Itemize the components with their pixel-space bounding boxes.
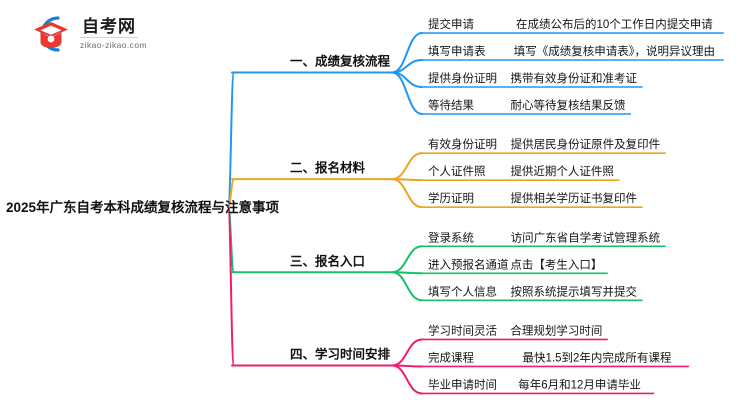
leaf-label[interactable]: 提供身份证明: [428, 71, 497, 85]
leaf-description: 提供相关学历证书复印件: [511, 191, 638, 205]
leaf-label[interactable]: 等待结果: [428, 98, 474, 112]
logo-chinese-name: 自考网: [80, 17, 138, 39]
leaf-label[interactable]: 学历证明: [428, 191, 474, 205]
mindmap-underlines: [420, 32, 724, 395]
branch-label-1[interactable]: 一、成绩复核流程: [290, 54, 391, 69]
branch-connector: [227, 206, 235, 367]
leaf-description: 填写《成绩复核申请表》，说明异议理由: [514, 44, 715, 58]
leaf-label[interactable]: 进入预报名通道: [428, 257, 509, 271]
branch-label-2[interactable]: 二、报名材料: [290, 160, 366, 175]
leaf-connector: [391, 271, 423, 302]
branch-label-3[interactable]: 三、报名入口: [290, 253, 365, 268]
leaf-description: 合理规划学习时间: [510, 323, 602, 337]
branch-connector: [227, 71, 235, 208]
logo-text-block: 自考网 zikao-zikao.com: [80, 16, 147, 50]
leaf-label[interactable]: 提交申请: [428, 17, 474, 31]
leaf-label[interactable]: 个人证件照: [428, 164, 486, 178]
leaf-description: 携带有效身份证和准考证: [511, 71, 638, 85]
mindmap-connectors: [227, 32, 423, 395]
zikao-graduation-cap-logo-icon: [34, 16, 68, 52]
leaf-connector: [391, 364, 423, 395]
leaf-connector: [391, 245, 423, 274]
leaf-description: 耐心等待复核结果反馈: [511, 98, 626, 112]
leaf-connector: [391, 178, 423, 209]
leaf-label[interactable]: 学习时间灵活: [428, 323, 497, 337]
leaf-connector: [391, 338, 423, 367]
logo-site-url: zikao-zikao.com: [80, 40, 147, 51]
leaf-label[interactable]: 登录系统: [428, 230, 474, 244]
leaf-label[interactable]: 填写申请表: [428, 44, 486, 58]
leaf-description: 每年6月和12月申请毕业: [518, 377, 641, 391]
leaf-label[interactable]: 有效身份证明: [428, 137, 497, 151]
leaf-description: 在成绩公布后的10个工作日内提交申请: [516, 17, 713, 31]
leaf-label[interactable]: 完成课程: [428, 350, 474, 364]
leaf-label[interactable]: 填写个人信息: [428, 284, 497, 298]
leaf-connector: [391, 152, 423, 181]
leaf-description: 提供近期个人证件照: [510, 164, 614, 178]
leaf-description: 访问广东省自学考试管理系统: [511, 230, 661, 244]
site-logo: 自考网 zikao-zikao.com: [28, 10, 198, 56]
leaf-description: 提供居民身份证原件及复印件: [511, 137, 661, 151]
leaf-description: 按照系统提示填写并提交: [511, 284, 638, 298]
leaf-description: 最快1.5到2年内完成所有课程: [523, 350, 672, 364]
root-title[interactable]: 2025年广东自考本科成绩复核流程与注意事项: [6, 199, 280, 215]
branch-label-4[interactable]: 四、学习时间安排: [290, 346, 391, 361]
leaf-description: 点击【考生入口】: [510, 257, 602, 271]
leaf-label[interactable]: 毕业申请时间: [428, 378, 497, 391]
leaf-connector: [391, 71, 423, 115]
